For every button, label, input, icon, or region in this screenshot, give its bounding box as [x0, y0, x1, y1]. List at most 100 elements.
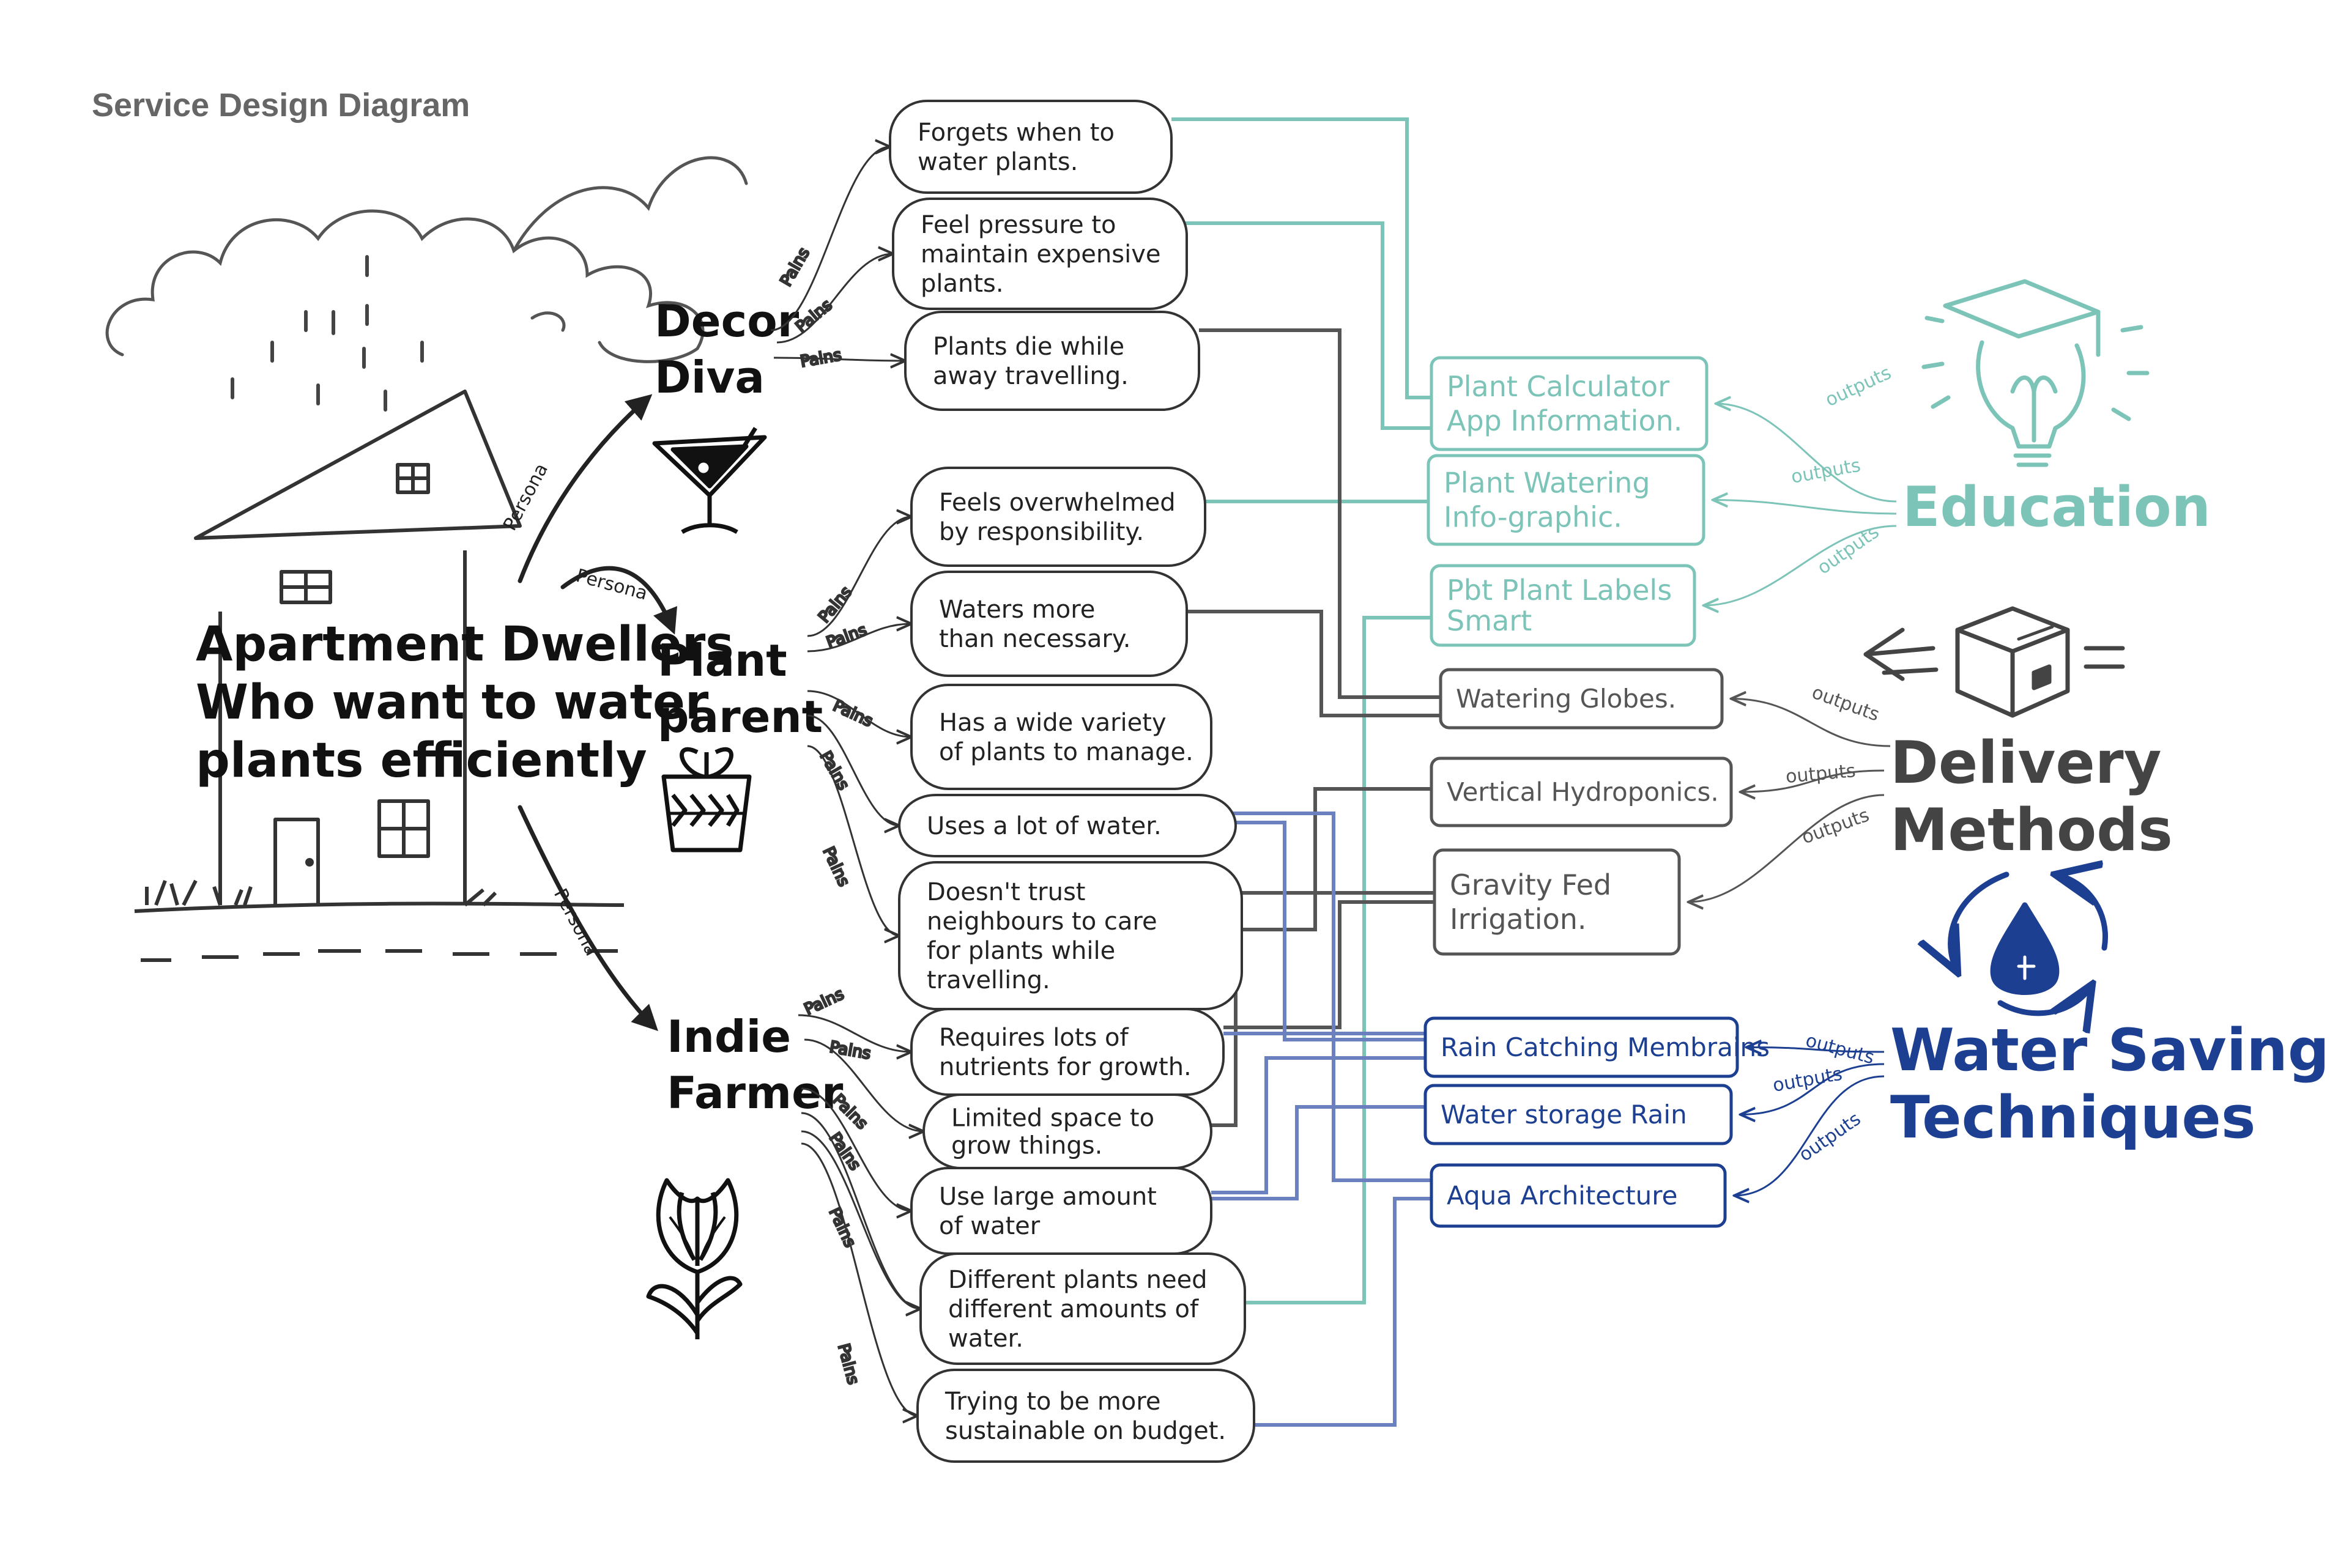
root-text-line: plants efficiently — [196, 733, 647, 788]
solution-card-outline — [1423, 1084, 1733, 1145]
pain-edge-label: Pains — [830, 697, 875, 731]
root-text-line: Who want to water — [196, 675, 709, 730]
pain-edge-label: Pains — [816, 749, 853, 794]
pain-text-line: Use large amount — [939, 1183, 1157, 1211]
output-edge — [1746, 1048, 1885, 1052]
output-edge-label: outputs — [1771, 1063, 1844, 1096]
pain-solution-connector — [1171, 117, 1431, 399]
solution-card-outline — [1427, 454, 1705, 546]
pain-text-line: Uses a lot of water. — [927, 812, 1162, 840]
pain-solution-connectors — [1171, 117, 1441, 1427]
pain-edge-label: Pains — [815, 583, 856, 626]
solution-text-line: Vertical Hydroponics. — [1447, 777, 1719, 807]
pain-edge-label: Pains — [825, 1205, 859, 1250]
persona-label-line: Plant — [658, 635, 787, 686]
solution-card-outline — [1430, 1163, 1727, 1228]
root-text-line: Apartment Dwellers — [196, 617, 734, 672]
pain-solution-connector — [1223, 900, 1434, 1029]
pain-text-line: Different plants need — [948, 1266, 1208, 1294]
cloud-icon — [105, 156, 748, 363]
pain-text-line: Feels overwhelmed — [939, 489, 1176, 517]
solution-card-delivery: Watering Globes. — [1439, 668, 1724, 730]
rain-drops — [231, 255, 424, 412]
pain-card-outline — [919, 1252, 1246, 1365]
pain-text-line: Plants die while — [933, 333, 1124, 361]
solution-card-water: Rain Catching Membrains — [1423, 1016, 1770, 1078]
pain-edge — [773, 358, 905, 361]
pain-edge — [770, 147, 890, 331]
pain-text-line: Limited space to — [951, 1104, 1154, 1133]
diagram-title: Service Design Diagram — [92, 87, 470, 124]
output-edge — [1716, 404, 1897, 503]
category-label-line: Methods — [1890, 797, 2173, 864]
pain-edge-label: Pains — [834, 1342, 863, 1386]
persona-arrows — [518, 394, 678, 1031]
martini-glass-icon — [652, 427, 767, 534]
pain-edge — [807, 714, 899, 826]
pain-text-line: of plants to manage. — [939, 738, 1193, 766]
pain-text-line: Has a wide variety — [939, 709, 1167, 737]
solution-card-outline — [1439, 668, 1724, 730]
pain-text-line: Trying to be more — [944, 1388, 1160, 1416]
solution-text-line: Gravity Fed — [1450, 868, 1611, 901]
persona-edge-label: Persona — [549, 885, 603, 960]
solution-text-line: Water storage Rain — [1441, 1100, 1687, 1130]
solution-text-line: Plant Calculator — [1447, 370, 1669, 403]
pain-text-line: sustainable on budget. — [945, 1417, 1226, 1445]
solution-text-line: Info-graphic. — [1444, 501, 1622, 534]
output-edge-label: outputs — [1785, 760, 1857, 788]
pain-solution-connector — [1211, 1105, 1425, 1200]
pain-text-line: Requires lots of — [939, 1024, 1129, 1052]
pain-text-line: by responsibility. — [939, 518, 1144, 546]
pain-text-line: neighbours to care — [927, 908, 1157, 936]
pain-text-line: Forgets when to — [918, 119, 1115, 147]
pain-edge — [801, 1142, 918, 1416]
solution-card-delivery: Vertical Hydroponics. — [1430, 756, 1733, 827]
tulip-icon — [646, 1178, 743, 1339]
solution-card-outline — [1433, 848, 1681, 956]
output-edge — [1734, 1075, 1885, 1196]
pain-card-outline — [889, 100, 1173, 194]
pain-card-outline — [898, 794, 1237, 857]
solution-text-line: Watering Globes. — [1456, 684, 1676, 714]
pain-edge — [801, 1087, 911, 1211]
persona-label-line: Diva — [655, 352, 765, 403]
solution-text-line: Pbt Plant Labels — [1447, 574, 1672, 607]
pain-edge-label: Pains — [777, 245, 814, 290]
pain-text-line: Waters more — [939, 596, 1095, 624]
pain-text-line: for plants while — [927, 937, 1115, 965]
pain-card-outline — [916, 1369, 1255, 1463]
solution-text-line: App Information. — [1447, 404, 1682, 437]
persona-label-line: parent — [658, 691, 823, 742]
pain-text-line: plants. — [921, 270, 1004, 298]
graduation-lightbulb-icon — [1921, 279, 2150, 467]
water-recycle-icon — [1951, 875, 2108, 1013]
category-label-line: Delivery — [1890, 730, 2162, 797]
solution-text-line: Smart — [1447, 604, 1532, 637]
persona-label-line: Decor — [655, 295, 800, 347]
solution-text-line: Aqua Architecture — [1447, 1181, 1678, 1211]
solution-card-water: Aqua Architecture — [1430, 1163, 1727, 1228]
solution-card-outline — [1430, 756, 1733, 827]
category-label-line: Techniques — [1890, 1084, 2255, 1152]
pain-text-line: water plants. — [918, 148, 1078, 176]
pain-edge-label: Pains — [828, 1038, 872, 1063]
output-edge — [1713, 500, 1897, 515]
category-label-line: Water Saving — [1890, 1017, 2329, 1084]
pain-card-outline — [910, 467, 1206, 567]
output-edge — [1704, 525, 1897, 605]
pain-card-outline — [910, 571, 1188, 677]
